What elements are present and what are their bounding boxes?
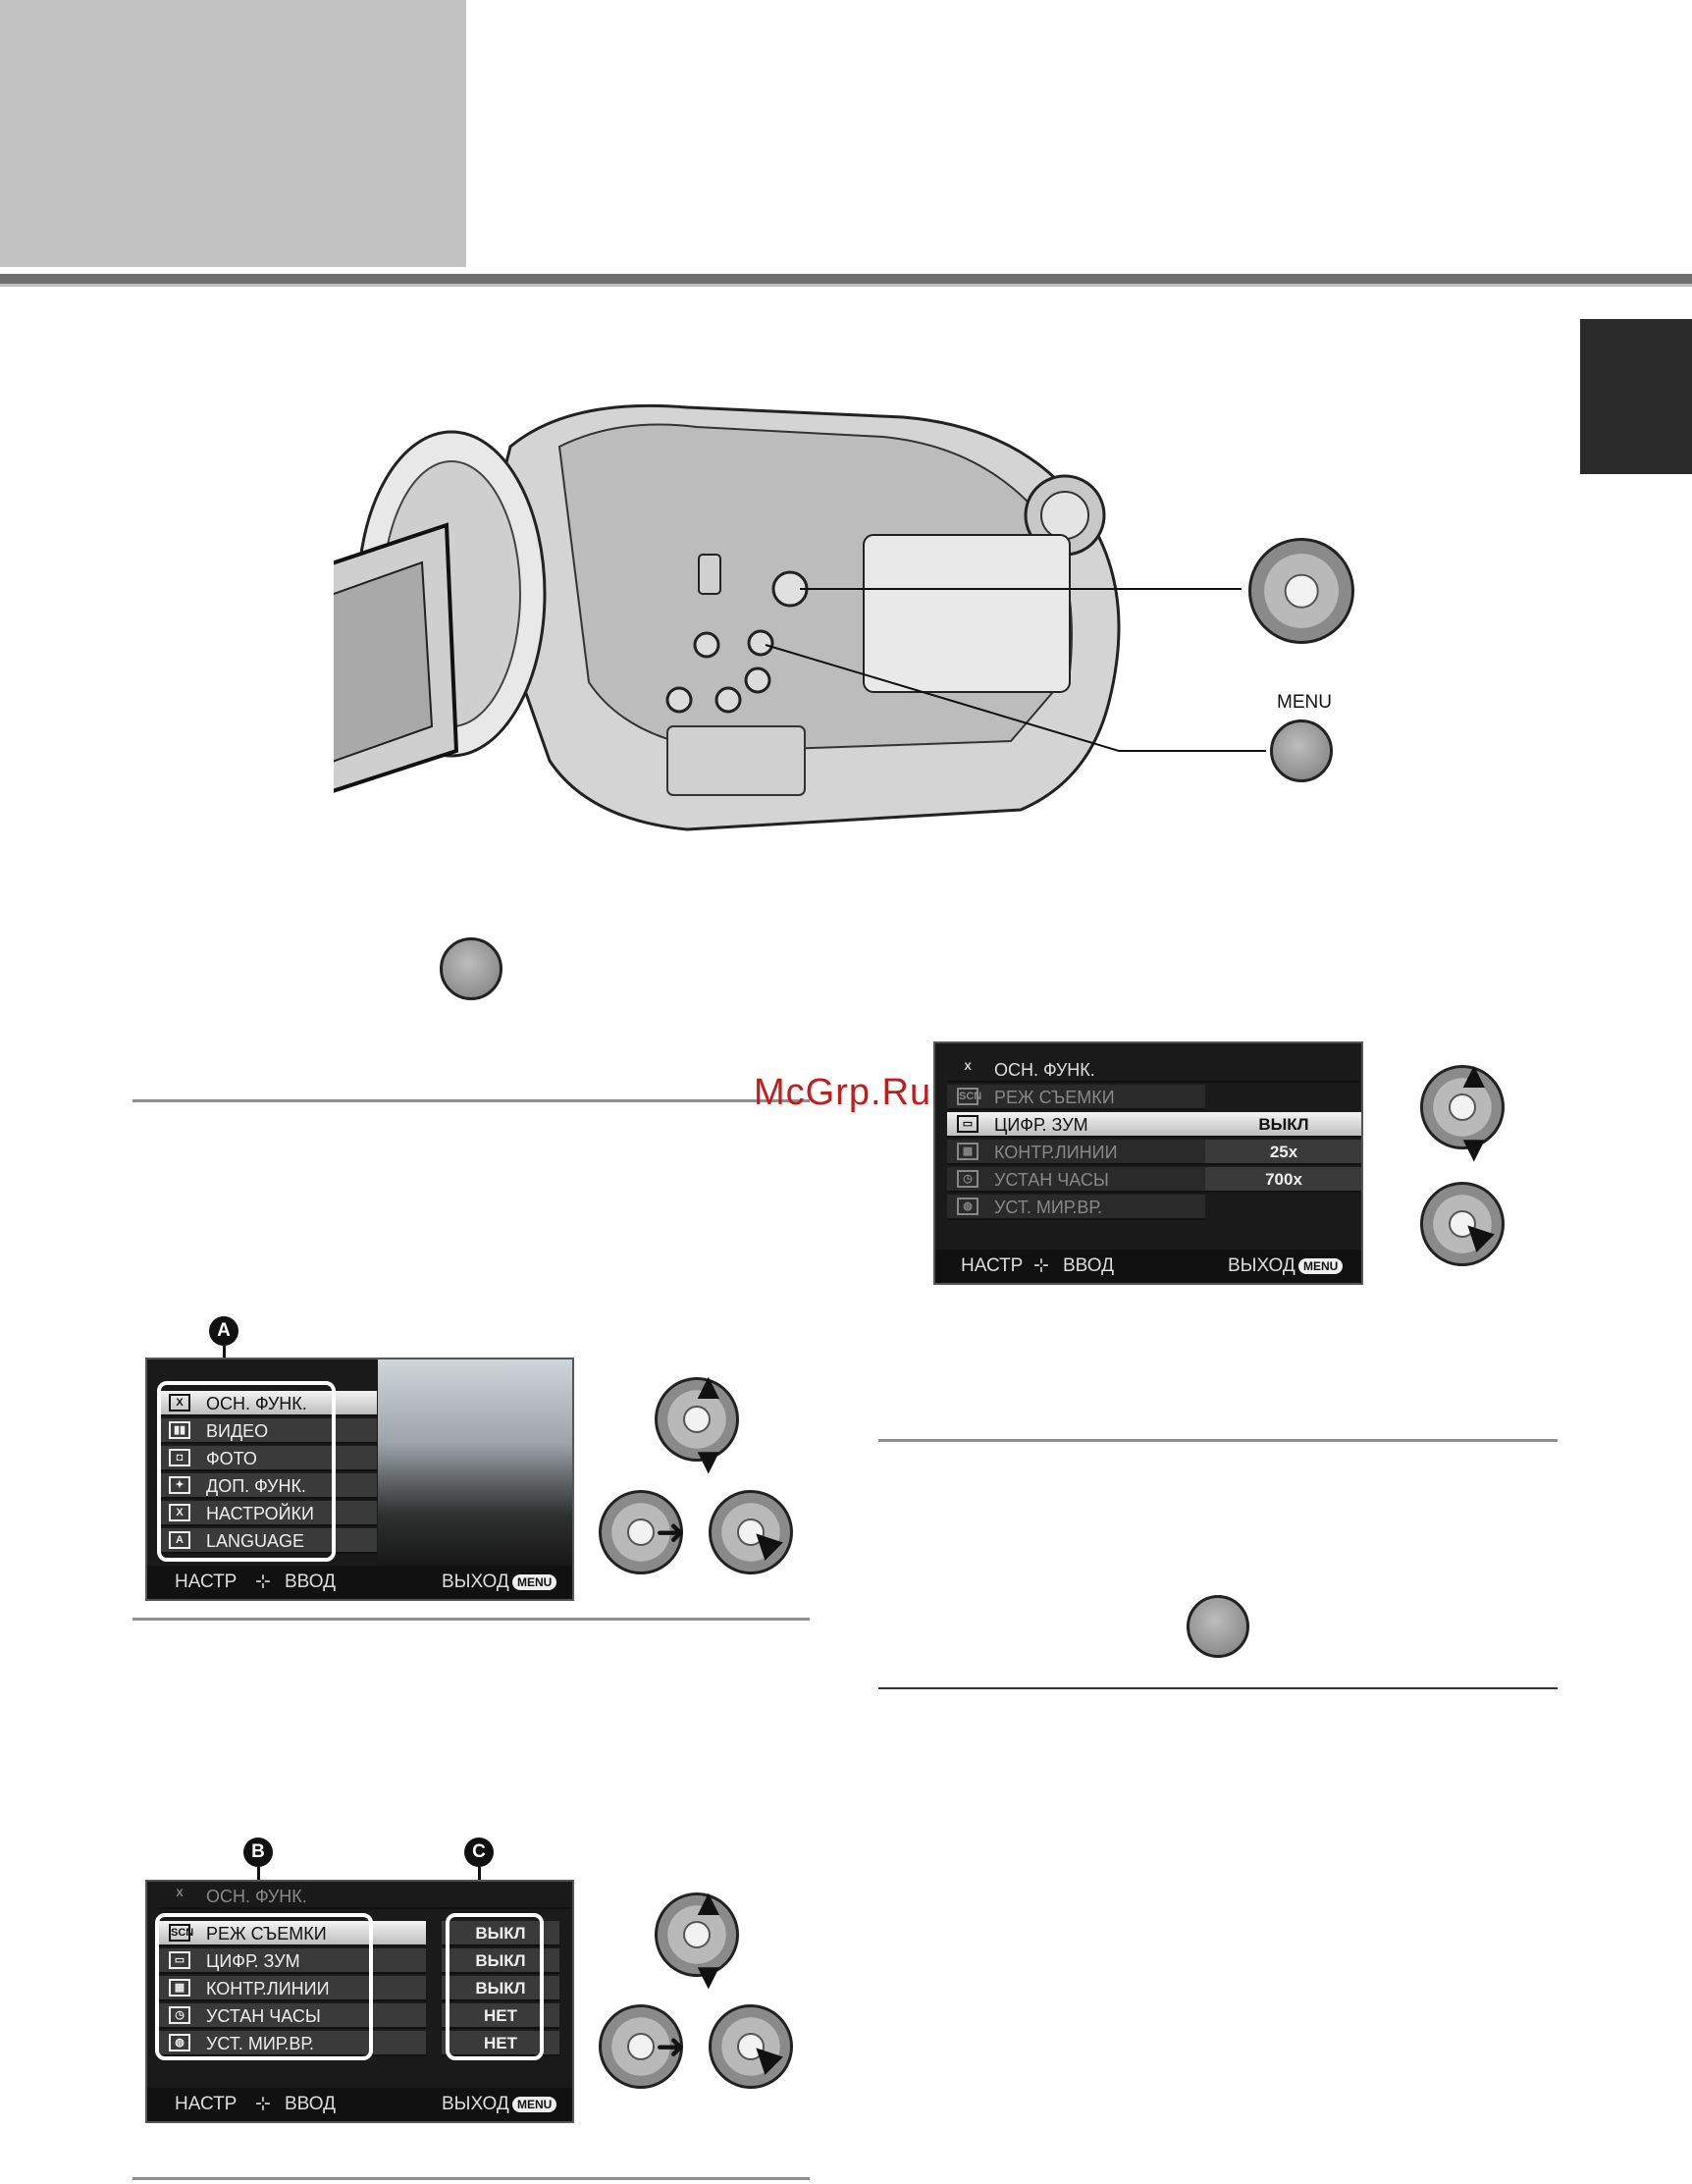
menu-pill-icon: MENU	[512, 2097, 557, 2112]
camera-icon: ◘	[169, 1449, 190, 1466]
world-time-icon: ◍	[169, 2034, 190, 2051]
scene-icon: SCN	[169, 1924, 193, 1942]
menu-item-advanced[interactable]: ✦ДОП. ФУНК.	[159, 1473, 377, 1499]
watermark: McGrp.Ru	[754, 1072, 932, 1113]
wrench-icon: X	[964, 1061, 972, 1073]
joystick-small-icon: ⊹	[255, 2094, 271, 2114]
section-divider	[878, 1687, 1558, 1689]
menu-item-grid[interactable]: ▦КОНТР.ЛИНИИ	[159, 1976, 426, 2001]
arrow-right-icon: ➜	[656, 2026, 686, 2066]
joystick-press-icon	[709, 2004, 793, 2089]
menu-button-icon	[1270, 719, 1333, 782]
section-divider	[132, 1099, 810, 1102]
arrow-down-icon: ▼	[690, 1956, 727, 1998]
wrench-icon: X	[176, 1888, 184, 1899]
arrow-right-icon: ➜	[656, 1512, 686, 1552]
joystick-right-icon	[599, 1490, 683, 1574]
menu-pill-icon: MENU	[512, 1574, 557, 1590]
zoom-icon: ▭	[169, 1951, 190, 1969]
option-25x[interactable]: 25x	[1205, 1140, 1361, 1165]
joystick-right-icon	[599, 2004, 683, 2089]
grid-icon: ▦	[169, 1979, 190, 1997]
section-tab	[1580, 319, 1692, 474]
header-gray-block	[0, 0, 466, 267]
menu-footer: НАСТР ⊹ ВВОД ВЫХОД MENU	[147, 2088, 572, 2121]
option-700x[interactable]: 700x	[1205, 1167, 1361, 1193]
camcorder-illustration	[334, 403, 1266, 831]
header-rule	[0, 274, 1692, 284]
marker-c: C	[464, 1838, 494, 1867]
menu-item-zoom[interactable]: ▭ЦИФР. ЗУМ	[947, 1112, 1205, 1138]
menu-item-clock[interactable]: ◷УСТАН ЧАСЫ	[159, 2003, 426, 2029]
joystick-small-icon: ⊹	[255, 1571, 271, 1592]
highlight-frame-c	[446, 1913, 544, 2060]
joystick-updown-icon	[655, 1892, 739, 1977]
joystick-press-icon	[709, 1490, 793, 1574]
arrow-up-icon: ▲	[690, 1883, 727, 1924]
grid-icon: ▦	[957, 1143, 978, 1160]
world-time-icon: ◍	[957, 1198, 978, 1215]
menu-footer: НАСТР ⊹ ВВОД ВЫХОД MENU	[147, 1566, 572, 1599]
menu-button-step-icon	[440, 937, 502, 1000]
menu-pill-icon: MENU	[1298, 1258, 1344, 1274]
menu-item-grid[interactable]: ▦КОНТР.ЛИНИИ	[947, 1140, 1205, 1165]
preview-photo	[378, 1359, 572, 1568]
joystick-small-icon: ⊹	[1033, 1255, 1049, 1276]
menu-footer: НАСТР ⊹ ВВОД ВЫХОД MENU	[935, 1250, 1361, 1283]
menu-item-zoom[interactable]: ▭ЦИФР. ЗУМ	[159, 1948, 426, 1974]
marker-a: A	[209, 1316, 238, 1346]
option-off[interactable]: ВЫКЛ	[1205, 1112, 1361, 1138]
scene-icon: SCN	[957, 1088, 981, 1105]
section-divider	[132, 1618, 810, 1621]
language-icon: A	[169, 1531, 190, 1549]
clock-icon: ◷	[957, 1170, 978, 1188]
menu-item-video[interactable]: ▮▮ВИДЕО	[159, 1418, 377, 1444]
header-rule-light	[0, 284, 1692, 287]
joystick-callout-icon	[1248, 538, 1354, 644]
joystick-press-icon	[1420, 1182, 1505, 1266]
menu-button-label: MENU	[1277, 692, 1332, 713]
clock-icon: ◷	[169, 2006, 190, 2024]
menu-item-world-time[interactable]: ◍УСТ. МИР.ВР.	[947, 1195, 1205, 1220]
highlight-frame-b	[155, 1913, 373, 2060]
setup-icon: X	[169, 1504, 190, 1521]
menu-item-clock[interactable]: ◷УСТАН ЧАСЫ	[947, 1167, 1205, 1193]
arrow-up-icon: ▲	[690, 1366, 727, 1408]
advanced-icon: ✦	[169, 1476, 190, 1494]
menu-button-step-icon	[1187, 1595, 1249, 1658]
arrow-up-icon: ▲	[1455, 1055, 1493, 1096]
video-icon: ▮▮	[169, 1421, 190, 1439]
wrench-icon: X	[169, 1394, 190, 1412]
arrow-down-icon: ▼	[1455, 1129, 1493, 1170]
joystick-updown-icon	[1420, 1065, 1505, 1149]
highlight-frame-a	[157, 1381, 336, 1562]
section-divider	[132, 2177, 810, 2180]
section-divider	[878, 1439, 1558, 1442]
marker-b: B	[243, 1838, 273, 1867]
zoom-icon: ▭	[957, 1115, 978, 1133]
joystick-updown-icon	[655, 1377, 739, 1462]
menu-item-photo[interactable]: ◘ФОТО	[159, 1446, 377, 1471]
arrow-down-icon: ▼	[690, 1441, 727, 1482]
menu-item-world-time[interactable]: ◍УСТ. МИР.ВР.	[159, 2031, 426, 2056]
